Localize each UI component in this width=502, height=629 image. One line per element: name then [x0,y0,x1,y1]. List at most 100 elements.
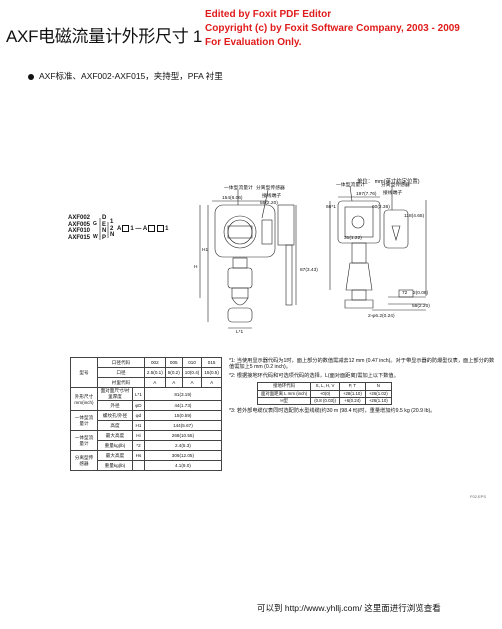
section-heading: AXF标准、AXF002-AXF015，夹持型，PFA 衬里 [28,70,223,82]
code-tail-a: A [117,226,122,233]
dim-31: 31(1.22) [344,236,362,241]
model-code: AXF002 [68,215,91,221]
code-box [157,225,165,232]
dim-197: 197(7.76) [356,192,377,197]
table-cell: 005 [164,357,183,368]
table-cell: +26(1.02) [364,389,392,399]
code-letter: P [102,234,107,241]
table-row: 重量kg(lb) 4.1(9.0) [71,460,222,471]
code-letter: E [102,221,107,228]
table-cell: 高度 [97,420,133,431]
table-cell: φd [132,410,145,421]
table-cell: +26(1.10) [364,397,392,406]
note-subtable: 接地环代码 S, L, H, V P, T N 面对面距离 L mm (inch… [256,382,392,406]
table-row: 一体型流量计 螺纹孔/外径 φd 15(0.59) [70,410,222,431]
table-cell: 外形尺寸 mm(inch) [70,387,98,411]
dim-72: 72 [402,291,408,296]
table-cell: 重量kg(lb) [97,440,133,451]
table-cell [132,460,145,471]
table-cell: 螺纹孔/外径 [97,410,133,421]
table-cell: 分离型传感器 [70,450,98,471]
table-row: 接地环代码 S, L, H, V P, T N [256,382,392,391]
dim-l: L*1 [236,330,244,335]
dim-h: H [194,265,198,270]
dim-66: 66*1 [326,205,336,210]
dim-87: 87(3.43) [300,268,318,273]
model-code: AXF015 [68,234,91,241]
model-suffix-w: W [93,234,98,240]
table-cell: H型 [256,397,312,406]
table-cell: 002 [143,357,166,368]
table-cell: A [201,377,222,388]
footer-link-text[interactable]: 可以到 http://www.yhllj.com/ 这里面进行浏览查看 [257,603,441,613]
table-cell: S, L, H, V [310,382,340,391]
label-remote-sub-2: 接线端子 [383,191,403,196]
code-letter: D [102,215,107,221]
table-row: 面对面距离 L mm (inch) +0(0) +28(1.10) +26(1.… [256,389,392,399]
page-title: AXF电磁流量计外形尺寸 1 [6,27,203,46]
code-digit: N [110,232,115,238]
spec-table: 型号 口径代码 002 005 010 015 口径 2.5(0.1) 5(0.… [70,357,222,471]
section-heading-text: AXF标准、AXF002-AXF015，夹持型，PFA 衬里 [39,71,223,81]
code-digit: 2 [110,225,114,232]
note-3: *3: 若外部电缆仪表同时选配防水型线缆(约30 m (98.4 ft))时，重… [229,408,436,415]
unit-label: 单位： mm(英寸约定位置) [357,179,420,185]
label-remote: 分离型传感器 [256,186,285,191]
note-1: *1: 当使用显示器代码为1时，面上部分的数值需减去12 mm (0.47 in… [229,358,495,371]
table-cell: 最大高度 [97,450,133,461]
table-cell: A [181,377,203,388]
table-cell: 268(10.55) [143,430,222,441]
notes: *1: 当使用显示器代码为1时，面上部分的数值需减去12 mm (0.47 in… [229,358,497,417]
table-cell: 口径 [97,367,145,378]
table-cell: H1 [132,420,145,431]
model-code: AXF010 [68,228,91,234]
watermark: Edited by Foxit PDF Editor Copyright (c)… [205,8,460,50]
table-cell: 一体型流量计 [70,410,98,431]
table-cell: φD [132,400,145,411]
model-suffix-g: G [93,221,97,227]
dim-154: 154(6.06) [222,196,243,201]
table-cell: A [164,377,183,388]
table-cell: 2.5(0.1) [143,367,166,378]
table-cell: 010 [181,357,203,368]
table-cell: 衬里代码 [97,377,145,388]
table-cell: 2.4(5.3) [143,440,222,451]
model-code: AXF005 [68,221,91,228]
dim-60: 60(2.36) [372,205,390,210]
dim-56: 56(2.20) [260,201,278,206]
table-row: 型号 口径代码 002 005 010 015 [70,357,222,388]
dim-56b: 56(2.20) [412,304,430,309]
table-cell: 306(12.05) [143,450,222,461]
table-cell: L*1 [132,387,145,401]
table-cell: 15(0.5) [201,367,222,378]
code-letter: N [102,228,107,234]
table-cell: 最大高度 [97,430,133,441]
table-cell: 外径 [97,400,133,411]
table-cell: 重量kg(lb) [97,460,133,471]
dim-118: 118(4.65) [404,214,425,219]
code-letters: D E N P [102,215,106,241]
watermark-line: For Evaluation Only. [205,37,302,48]
code-digit: 1 [110,219,114,225]
code-box [148,225,156,232]
table-row: 一体型流量计 最大高度 Hi 268(10.55) [70,430,222,451]
dim-h1: H1 [202,248,209,253]
code-digits: 1 2 N [110,219,114,239]
table-row: 衬里代码 A A A A [71,377,222,388]
label-remote-sub: 接线端子 [262,194,282,199]
code-tail-a2: A [142,226,148,233]
table-cell: 44(1.73) [143,400,222,411]
table-cell: 5(0.2) [164,367,183,378]
label-integral-2: 一体型流量计 [336,183,365,188]
table-row: 分离型传感器 最大高度 Hs 306(12.05) [70,450,222,471]
table-cell: (0.8 (0.03)) [310,397,340,406]
table-cell: N [364,382,392,391]
code-tail-1b: 1 [165,226,169,233]
table-cell: 15(0.59) [143,410,222,421]
table-cell: A [143,377,166,388]
watermark-line: Edited by Foxit PDF Editor [205,9,332,20]
bullet-icon [28,73,34,80]
table-cell: 015 [201,357,222,368]
